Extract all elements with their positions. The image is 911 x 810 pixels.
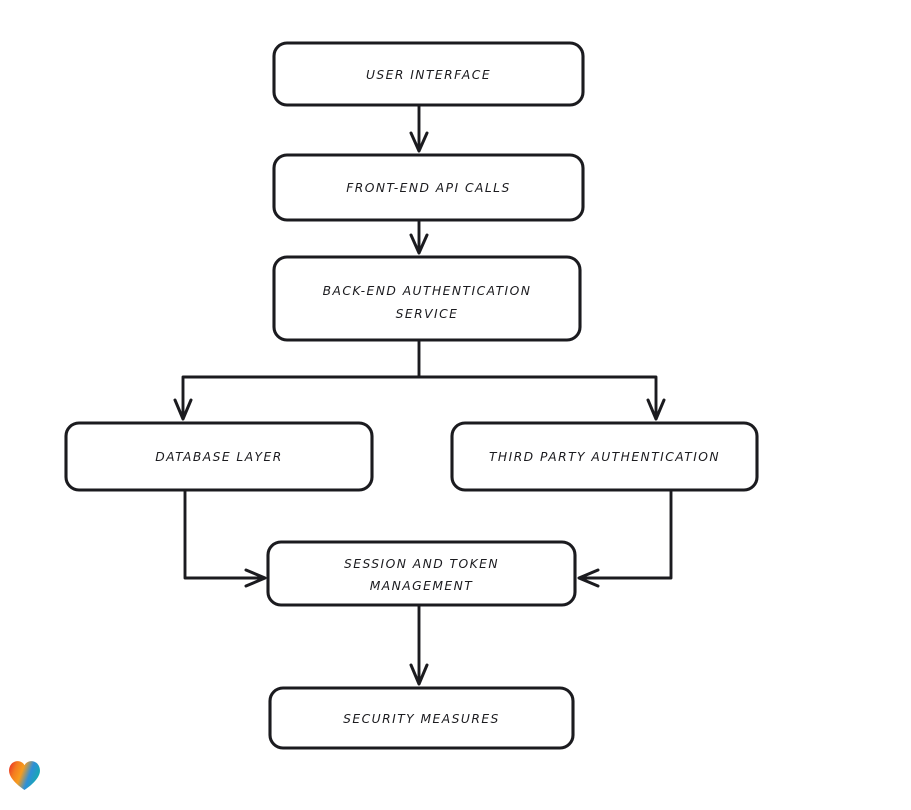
node-box-database-layer[interactable] (64, 421, 374, 492)
node-label-security-measures: Security Measures (343, 712, 500, 726)
node-label-third-party-authentication: Third Party Authentication (489, 450, 720, 464)
node-back-end-authentication-service[interactable]: Back-end Authentication Service (272, 255, 582, 342)
edge-auth-to-thirdparty (417, 375, 666, 421)
node-box-third-party-authentication[interactable] (450, 421, 759, 492)
edge-ui-to-api (409, 103, 429, 153)
node-label-user-interface: User Interface (366, 68, 491, 82)
heart-icon (9, 761, 40, 790)
node-security-measures[interactable]: Security Measures (268, 686, 575, 750)
edge-database-to-session (183, 488, 267, 588)
node-third-party-authentication[interactable]: Third Party Authentication (450, 421, 759, 492)
node-label-session-and-token-management-line2: Management (370, 579, 474, 593)
node-label-back-end-authentication-service-line1: Back-end Authentication (323, 284, 532, 298)
node-box-security-measures[interactable] (268, 686, 575, 750)
node-database-layer[interactable]: Database Layer (64, 421, 374, 492)
edge-api-to-auth (409, 218, 429, 255)
node-box-user-interface[interactable] (272, 41, 585, 107)
edge-auth-to-database (173, 338, 421, 421)
node-label-front-end-api-calls: Front-end API Calls (346, 181, 510, 195)
edge-session-to-security (409, 603, 429, 686)
node-label-back-end-authentication-service-line2: Service (396, 307, 459, 321)
node-box-front-end-api-calls[interactable] (272, 153, 585, 222)
node-session-and-token-management[interactable]: Session and Token Management (266, 540, 577, 607)
node-front-end-api-calls[interactable]: Front-end API Calls (272, 153, 585, 222)
node-box-back-end-authentication-service[interactable] (272, 255, 582, 342)
node-label-session-and-token-management-line1: Session and Token (344, 557, 499, 571)
node-user-interface[interactable]: User Interface (272, 41, 585, 107)
edge-thirdparty-to-session (577, 488, 673, 588)
node-box-session-and-token-management[interactable] (266, 540, 577, 607)
node-label-database-layer: Database Layer (155, 450, 283, 464)
